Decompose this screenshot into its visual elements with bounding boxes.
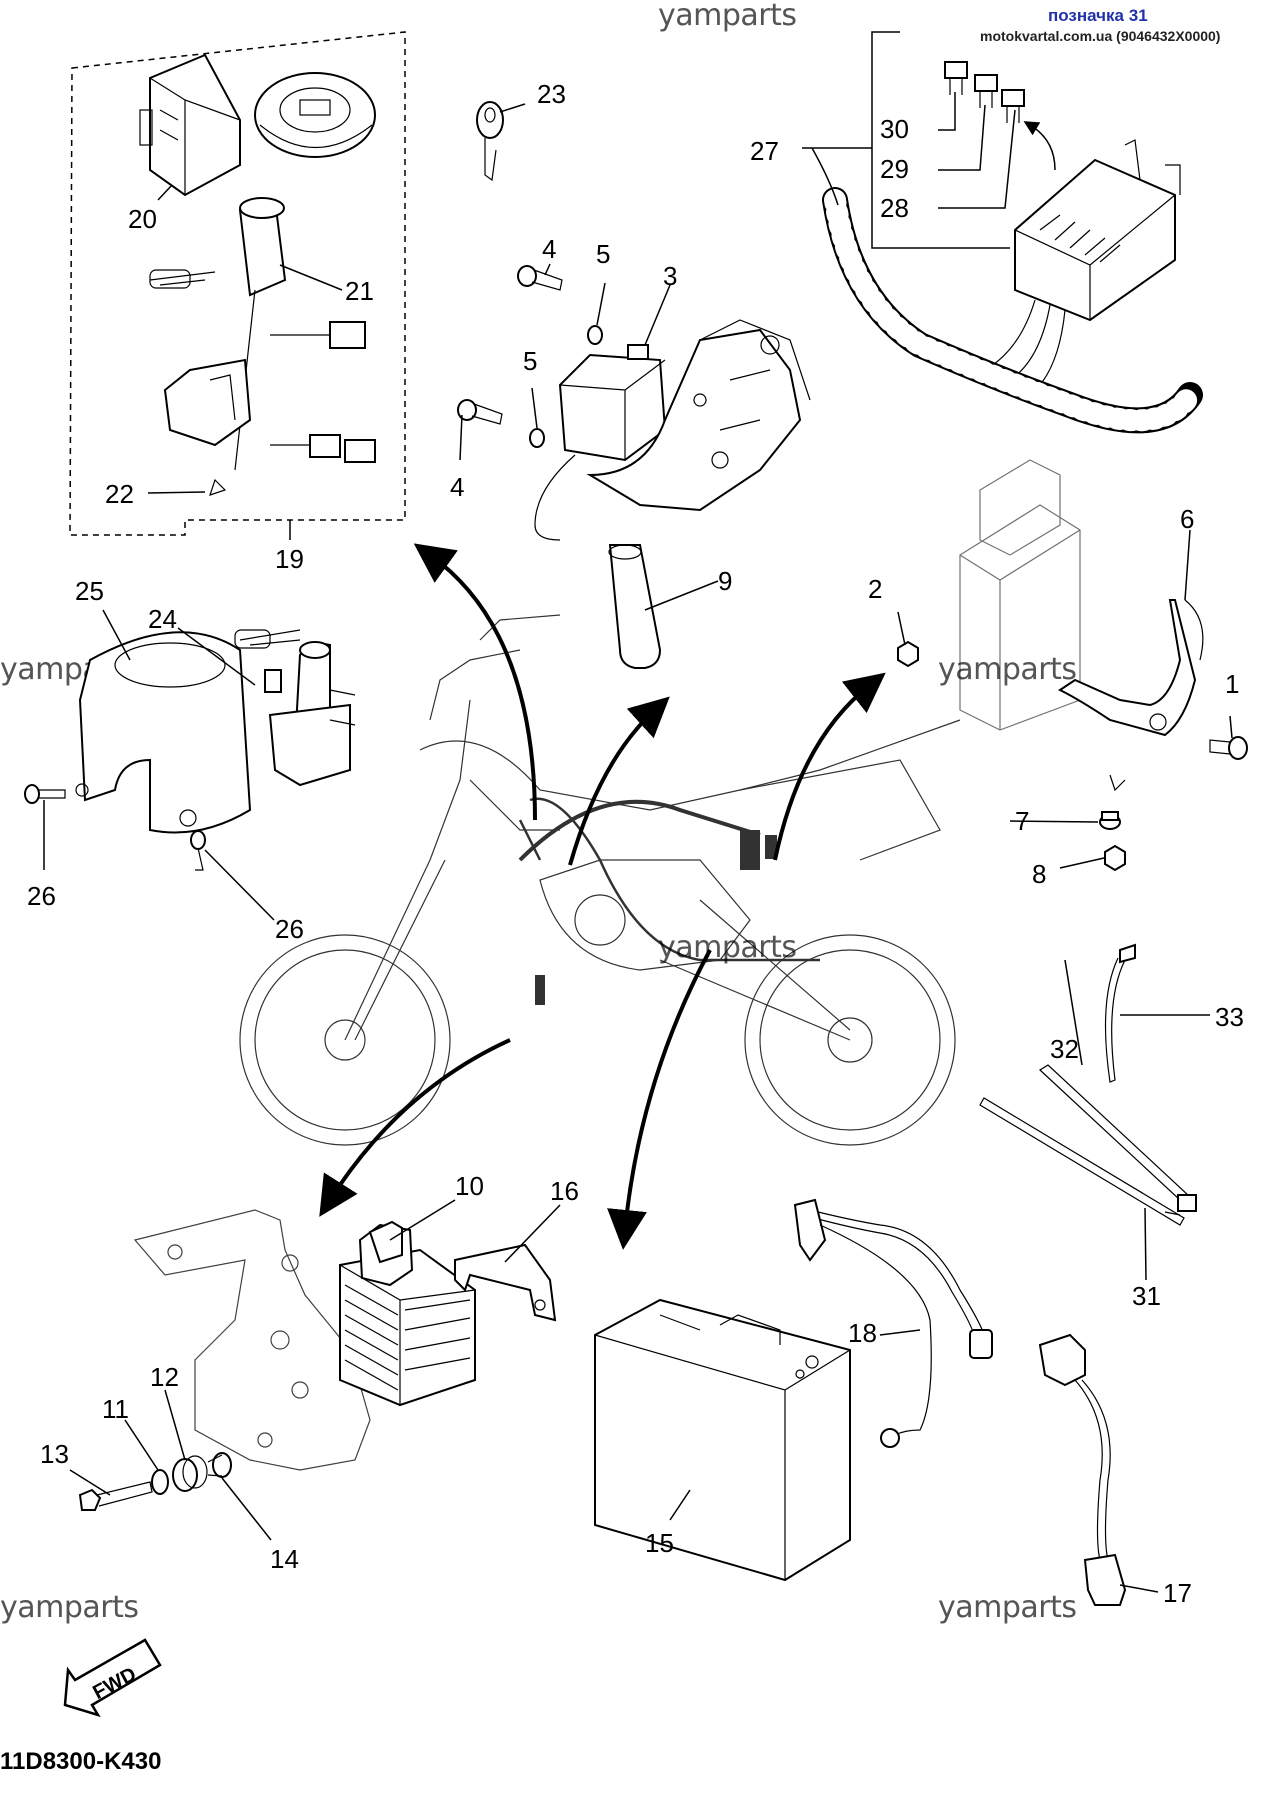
diagram-code: 11D8300-K430 <box>0 1748 162 1775</box>
cable-drawing <box>1038 1333 1127 1606</box>
washer-drawing <box>529 428 545 448</box>
callout-30: 30 <box>880 114 909 144</box>
callout-6: 6 <box>1180 504 1194 534</box>
callout-3: 3 <box>663 261 677 291</box>
handlebar-cover-drawing <box>75 631 252 834</box>
spiral-harness-drawing <box>822 187 1203 434</box>
callout-4: 4 <box>542 234 556 264</box>
bracket-drawing <box>454 1243 557 1322</box>
callout-10: 10 <box>455 1171 484 1201</box>
cable-tie-drawing <box>1039 1064 1197 1212</box>
ignition-switch-drawing <box>149 197 376 496</box>
motorcycle-drawing <box>239 614 961 1146</box>
callout-31: 31 <box>1132 1281 1161 1311</box>
watermark: yamparts <box>938 1590 1077 1625</box>
ecu-bracket-drawing <box>1058 599 1204 792</box>
bolt-drawing <box>517 265 563 291</box>
direction-arrow <box>607 949 712 1250</box>
bolt-drawing <box>457 399 503 425</box>
battery-drawing <box>594 1298 851 1582</box>
cable-drawing <box>793 1198 993 1448</box>
callout-5: 5 <box>596 239 610 269</box>
direction-arrow <box>1023 121 1056 171</box>
callout-29: 29 <box>880 154 909 184</box>
callout-20: 20 <box>128 204 157 234</box>
nut-drawing <box>1104 844 1126 872</box>
callout-8: 8 <box>1032 859 1046 889</box>
direction-arrow <box>319 1038 511 1217</box>
callout-4: 4 <box>450 472 464 502</box>
washer-drawing <box>587 325 603 345</box>
bolt-drawing <box>24 784 66 804</box>
nut-drawing <box>897 640 919 668</box>
watermark: yamparts <box>938 652 1077 687</box>
callout-9: 9 <box>718 566 732 596</box>
callout-26: 26 <box>27 881 56 911</box>
fuse-drawing <box>944 61 1025 123</box>
cable-tie-drawing <box>1104 943 1136 1083</box>
ignition-coil-drawing <box>534 319 811 541</box>
watermark: yamparts <box>0 1590 139 1625</box>
key-drawing <box>476 101 504 182</box>
callout-23: 23 <box>537 79 566 109</box>
bolt-drawing <box>78 1481 153 1511</box>
callout-2: 2 <box>868 574 882 604</box>
spark-plug-cap-drawing <box>608 544 662 669</box>
callout-5: 5 <box>523 346 537 376</box>
callout-26: 26 <box>275 914 304 944</box>
grommet-drawing <box>172 1455 208 1492</box>
callout-19: 19 <box>275 544 304 574</box>
fwd-arrow-icon: FWD <box>63 1638 162 1718</box>
ignition-switch-drawing <box>234 629 356 787</box>
callout-12: 12 <box>150 1362 179 1392</box>
callout-1: 1 <box>1225 669 1239 699</box>
callout-18: 18 <box>848 1318 877 1348</box>
callout-labels: 1 2 3 4 4 5 5 6 7 8 9 10 11 12 13 14 15 … <box>27 79 1244 1608</box>
callout-24: 24 <box>148 604 177 634</box>
bolt-drawing <box>1209 736 1248 760</box>
callout-7: 7 <box>1015 806 1029 836</box>
ecu-unit-drawing <box>139 53 241 197</box>
fuse-box-drawing <box>984 139 1181 386</box>
callout-33: 33 <box>1215 1002 1244 1032</box>
bolt-drawing <box>190 830 206 871</box>
direction-arrow <box>413 543 537 821</box>
diagram-title: позначка 31 <box>1048 6 1148 25</box>
callout-13: 13 <box>40 1439 69 1469</box>
regulator-drawing <box>339 1220 476 1407</box>
direction-arrow <box>568 696 670 866</box>
callout-27: 27 <box>750 136 779 166</box>
callout-28: 28 <box>880 193 909 223</box>
callout-16: 16 <box>550 1176 579 1206</box>
ignition-ring-drawing <box>254 72 376 158</box>
callout-25: 25 <box>75 576 104 606</box>
watermark: yamparts <box>658 0 797 33</box>
direction-arrow <box>773 672 886 861</box>
callout-17: 17 <box>1163 1578 1192 1608</box>
callout-21: 21 <box>345 276 374 306</box>
washer-drawing <box>151 1469 169 1495</box>
cable-tie-drawing <box>979 1097 1185 1226</box>
group-19-dashed-outline <box>69 31 406 536</box>
callout-15: 15 <box>645 1528 674 1558</box>
callout-22: 22 <box>105 479 134 509</box>
callout-14: 14 <box>270 1544 299 1574</box>
leader-lines <box>43 31 1233 1593</box>
source-label: motokvartal.com.ua (9046432X0000) <box>980 28 1221 44</box>
grommet-drawing <box>1099 811 1121 830</box>
collar-drawing <box>207 1452 232 1478</box>
callout-32: 32 <box>1050 1034 1079 1064</box>
callout-11: 11 <box>102 1394 129 1424</box>
bracket-drawing <box>133 1209 371 1471</box>
